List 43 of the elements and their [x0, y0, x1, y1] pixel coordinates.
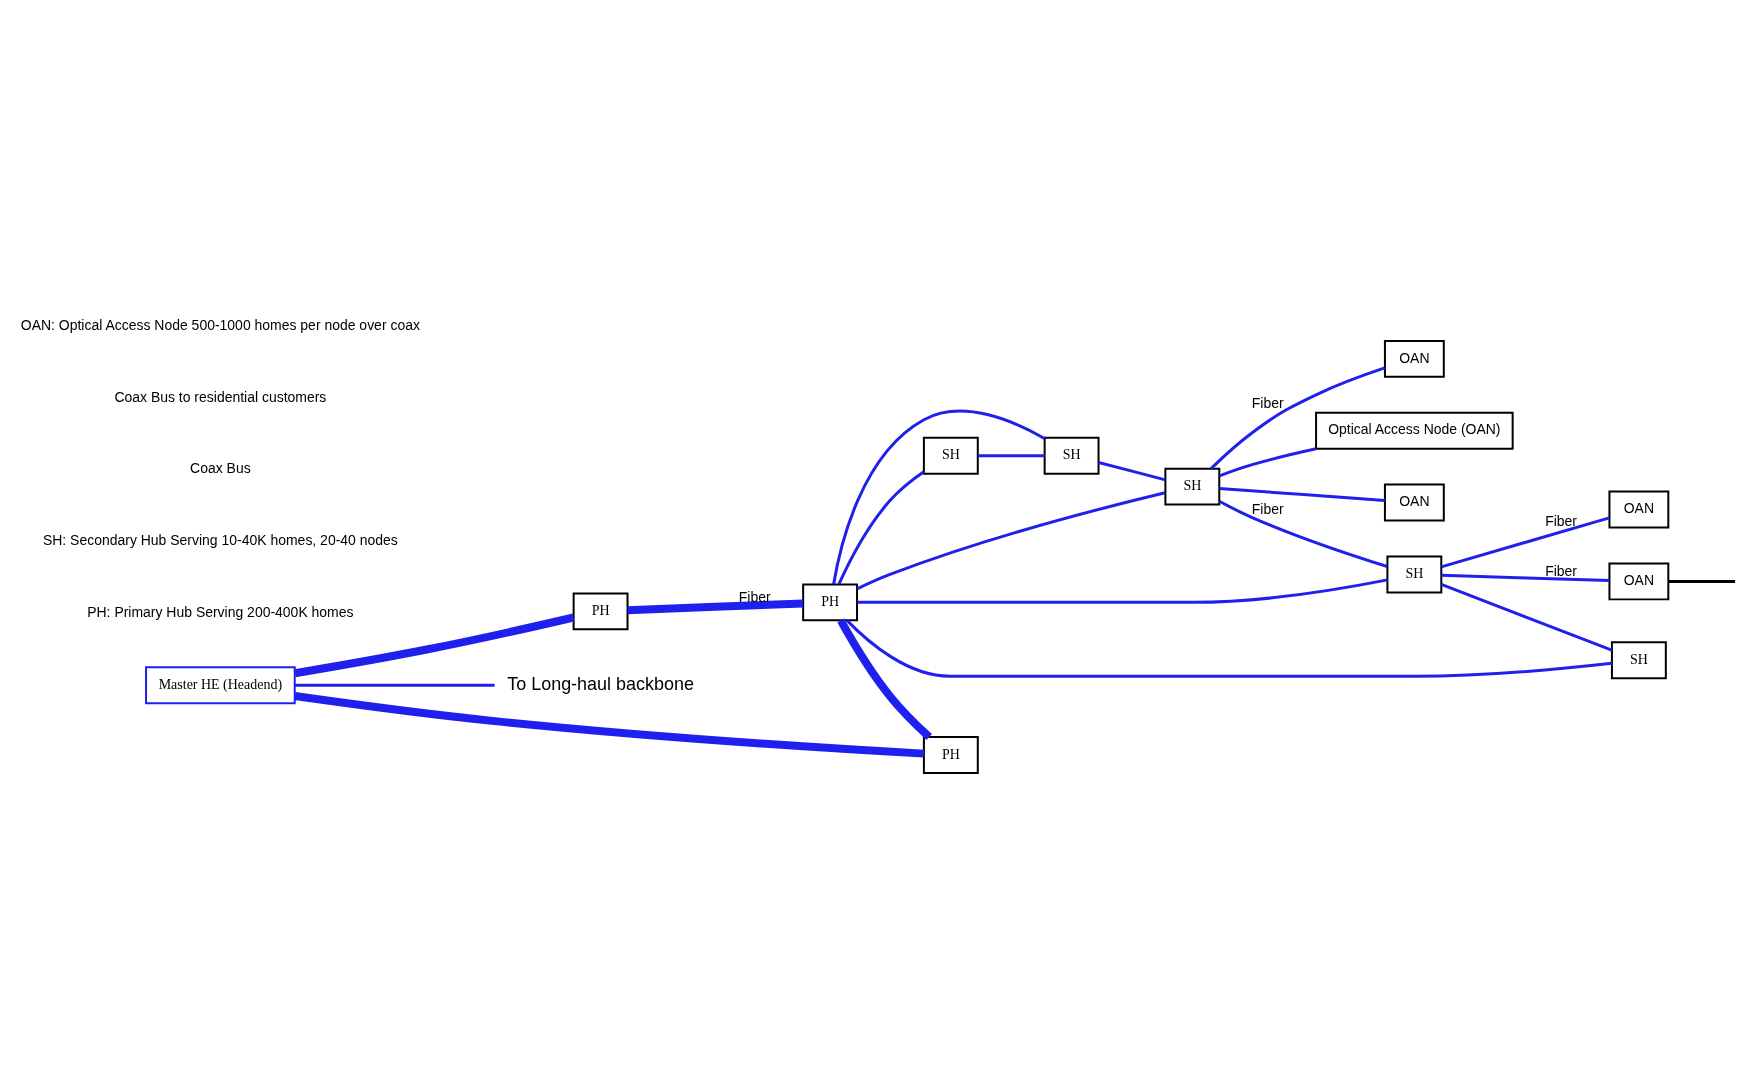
node-box: SH [922, 436, 979, 475]
node-box: PH [572, 591, 629, 630]
label: OAN: Optical Access Node 500-1000 homes per node over coax [20, 316, 420, 333]
connector [1668, 579, 1736, 583]
node-box: PH [922, 735, 979, 774]
connector [1218, 499, 1388, 568]
edge-label: Fiber [1251, 394, 1284, 411]
node-box: OAN [1383, 339, 1445, 378]
connector [832, 409, 1046, 585]
connector [837, 470, 925, 585]
node-text: To Long-haul backbone [507, 673, 694, 694]
node-box: SH [1386, 554, 1443, 593]
connector [1210, 366, 1386, 470]
node-box: Master HE (Headend) [145, 665, 296, 704]
connector [1440, 582, 1613, 652]
connector [1219, 486, 1385, 502]
node-box: Optical Access Node (OAN) [1315, 411, 1514, 450]
label: SH: Secondary Hub Serving 10-40K homes, 20-40 nodes [42, 531, 398, 548]
edge-label: Fiber [1545, 512, 1577, 529]
connector [294, 613, 575, 677]
connector [977, 453, 1045, 457]
node-box: SH [1610, 640, 1667, 679]
connector [856, 490, 1166, 590]
node-box: OAN [1608, 490, 1670, 529]
label: PH: Primary Hub Serving 200-400K homes [87, 603, 354, 620]
connector [1098, 460, 1166, 481]
node-box: SH [1164, 467, 1221, 506]
connector [846, 619, 1613, 678]
connector [837, 618, 932, 740]
connector [857, 577, 1388, 604]
connector [1218, 446, 1317, 477]
label: Coax Bus to residential customers [114, 387, 327, 404]
edge-label: Fiber [738, 588, 771, 605]
node-box: SH [1043, 436, 1100, 475]
connector [294, 683, 495, 687]
node-box: OAN [1608, 561, 1670, 600]
edge-label: Fiber [1251, 500, 1284, 517]
label: Coax Bus [190, 459, 251, 476]
node-box: PH [802, 582, 859, 621]
node-box: OAN [1383, 483, 1445, 522]
edge-label: Fiber [1545, 562, 1577, 579]
connector [1440, 515, 1610, 568]
connector [1441, 573, 1610, 582]
